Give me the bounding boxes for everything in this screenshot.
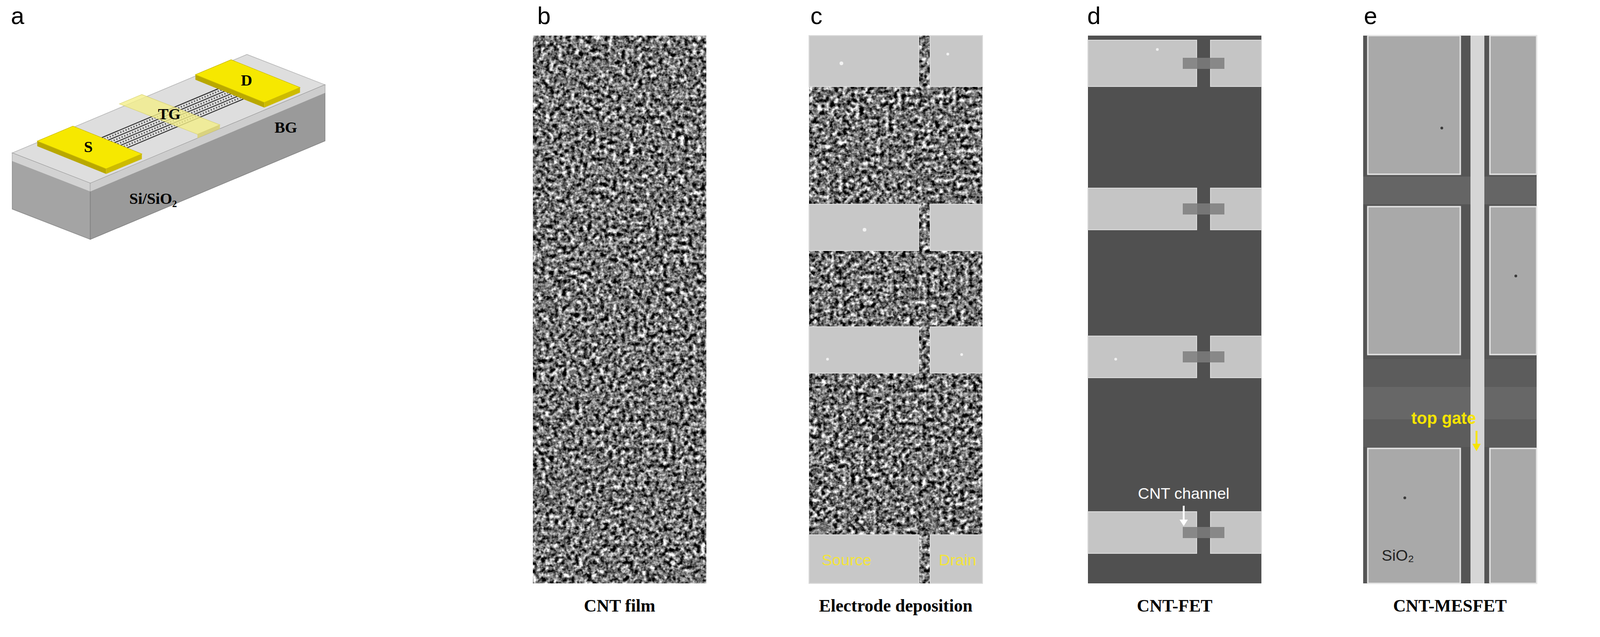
sem-panel: Electrode deposition [809, 35, 983, 584]
electrode-label: D [240, 72, 253, 89]
panel-caption: Electrode deposition [819, 596, 973, 617]
leader-arrow [1472, 431, 1481, 452]
callout-label: CNT channel [1137, 485, 1230, 503]
panel-letter: e [1364, 3, 1378, 29]
sem-cnt-fet [1087, 35, 1262, 584]
electrode-label: TG [157, 105, 181, 123]
sem-panel: CNT film [532, 35, 707, 584]
panel-caption: CNT-FET [1136, 596, 1213, 617]
panel-caption: CNT film [583, 596, 655, 617]
panel-letter: b [537, 3, 551, 29]
sem-panel: CNT-MESFET [1363, 35, 1537, 584]
panel-letter: d [1087, 3, 1101, 29]
sem-cnt-film [532, 35, 707, 584]
sem-electrodes [809, 35, 983, 584]
sem-cnt-mesfet [1363, 35, 1537, 584]
panel-letter: c [810, 3, 823, 29]
leader-arrow [1179, 506, 1188, 527]
callout-label: top gate [1411, 409, 1477, 428]
panel-letter: a [11, 3, 25, 29]
device-schematic [12, 54, 325, 240]
region-label: SiO₂ [1381, 547, 1415, 565]
electrode-label: S [84, 138, 93, 156]
gate-label: BG [274, 119, 297, 136]
substrate-label: Si/SiO₂ [129, 190, 178, 208]
electrode-label: Drain [938, 552, 977, 569]
panel-caption: CNT-MESFET [1393, 596, 1508, 617]
electrode-label: Source [821, 552, 872, 569]
